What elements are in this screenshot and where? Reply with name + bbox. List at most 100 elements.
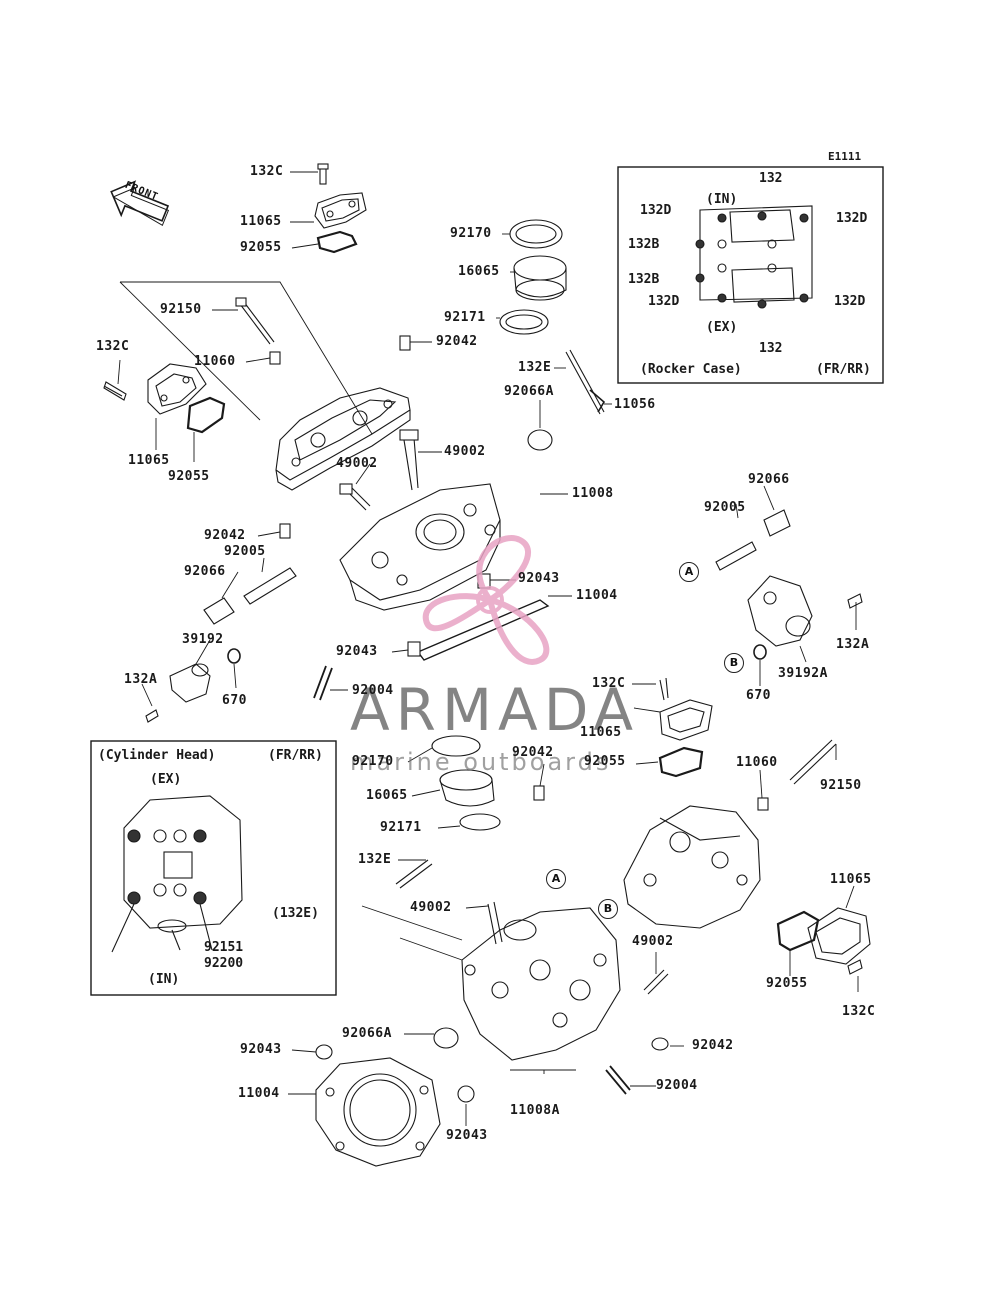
label-39192a: 39192A	[778, 666, 828, 681]
rocker-label-132-bottom: 132	[759, 341, 783, 356]
dowel-92043-lower-b	[457, 1085, 475, 1103]
rocker-label-132-top: 132	[759, 171, 783, 186]
bolt-92150-upper	[235, 297, 275, 345]
bolt-132e-upper	[565, 349, 605, 415]
rocker-cover-left	[147, 363, 207, 415]
label-132c-top: 132C	[250, 164, 284, 179]
head-inset-92151: 92151	[204, 940, 244, 955]
cap-92066-upper-left	[203, 597, 235, 625]
head-inset-variant: (FR/RR)	[268, 748, 323, 763]
dowel-92042-upper-left	[279, 523, 291, 539]
label-92066-upper-left: 92066	[184, 564, 226, 579]
cylinder-head-inset-drawing	[111, 795, 243, 953]
leader-lines	[117, 171, 859, 1126]
gasket-11004-upper	[416, 599, 550, 661]
clamp-92171-upper	[499, 309, 549, 335]
gasket-92055-right	[776, 910, 820, 952]
bolt-132a-right	[847, 593, 863, 609]
rocker-cover-right	[807, 907, 871, 965]
rocker-label-132b-1: 132B	[628, 237, 660, 252]
stud-92004-upper	[313, 665, 333, 701]
label-92005-right: 92005	[704, 500, 746, 515]
head-inset-ex: (EX)	[150, 772, 182, 787]
dowel-11060-upper	[269, 351, 281, 365]
label-11008: 11008	[572, 486, 614, 501]
label-16065-upper: 16065	[458, 264, 500, 279]
label-11004-lower: 11004	[238, 1086, 280, 1101]
fitting-39192a-right	[747, 575, 813, 647]
gasket-92055-left	[186, 396, 226, 434]
bolt-132c-mid	[659, 677, 669, 701]
cap-92066-right	[763, 509, 791, 537]
rocker-label-132d-br: 132D	[834, 294, 866, 309]
rocker-label-ex: (EX)	[706, 320, 738, 335]
label-92150-lower: 92150	[820, 778, 862, 793]
cap-92066a-lower	[433, 1027, 459, 1049]
valve-49002-upper-b	[339, 483, 371, 511]
holder-16065-lower	[439, 769, 495, 807]
label-92042-upper-left: 92042	[204, 528, 246, 543]
watermark-title: ARMADA	[350, 676, 640, 744]
plug-11056	[589, 389, 606, 413]
head-inset-title: (Cylinder Head)	[98, 748, 216, 763]
label-11056: 11056	[614, 397, 656, 412]
label-92066a-upper: 92066A	[504, 384, 554, 399]
bolt-92150-lower	[789, 739, 837, 785]
callout-b-lower: B	[598, 899, 618, 919]
dowel-92043-upper-left	[407, 641, 421, 657]
gasket-92055-mid	[658, 746, 704, 778]
label-49002-upper-a: 49002	[444, 444, 486, 459]
fitting-39192-left	[169, 663, 211, 703]
label-92055-top: 92055	[240, 240, 282, 255]
front-arrow-icon	[110, 180, 170, 227]
label-11060-lower: 11060	[736, 755, 778, 770]
bolt-132a-left	[145, 709, 159, 723]
watermark-propeller-icon	[422, 535, 550, 665]
cylinder-head-inset-frame	[90, 740, 337, 996]
label-92004-lower: 92004	[656, 1078, 698, 1093]
bolt-132e-lower	[395, 859, 433, 889]
label-92171-upper: 92171	[444, 310, 486, 325]
label-11065-mid: 11065	[580, 725, 622, 740]
label-11008a: 11008A	[510, 1103, 560, 1118]
label-92004-upper: 92004	[352, 683, 394, 698]
rocker-label-132b-2: 132B	[628, 272, 660, 287]
label-132a-left: 132A	[124, 672, 158, 687]
label-92005-upper-left: 92005	[224, 544, 266, 559]
bolt-132c-top	[317, 163, 329, 185]
label-92150-upper: 92150	[160, 302, 202, 317]
rocker-case-upper	[275, 387, 411, 491]
clamp-92171-lower	[459, 813, 501, 831]
rocker-label-132d-bl: 132D	[648, 294, 680, 309]
label-49002-upper-b: 49002	[336, 456, 378, 471]
cylinder-head-upper	[339, 483, 501, 611]
diagram-code: E1111	[828, 150, 862, 163]
label-670-left: 670	[222, 693, 247, 708]
rocker-case-inset-frame	[617, 166, 884, 384]
label-132e-upper: 132E	[518, 360, 552, 375]
callout-b-upper: B	[724, 653, 744, 673]
gasket-92055-top	[316, 230, 358, 254]
head-inset-in: (IN)	[148, 972, 180, 987]
dowel-92042-upper-mid	[399, 335, 411, 351]
label-670-right: 670	[746, 688, 771, 703]
rocker-cover-upper	[314, 192, 367, 229]
watermark-subtitle: marine outboards	[350, 748, 612, 776]
rocker-label-132d-tl: 132D	[640, 203, 672, 218]
cap-92066a-upper	[527, 429, 553, 451]
pin-92005-right	[715, 541, 757, 571]
label-92055-left: 92055	[168, 469, 210, 484]
dowel-92042-lower-bottom	[651, 1037, 669, 1051]
o-ring-670-left	[227, 648, 241, 664]
label-132c-left: 132C	[96, 339, 130, 354]
rocker-case-lower	[623, 805, 761, 929]
clamp-92170-upper	[509, 219, 563, 249]
label-16065-lower: 16065	[366, 788, 408, 803]
label-92043-upper-left: 92043	[336, 644, 378, 659]
valve-49002-lower-b	[643, 969, 669, 995]
label-92170-upper: 92170	[450, 226, 492, 241]
label-92170-lower: 92170	[352, 754, 394, 769]
bolt-132c-left	[103, 381, 127, 401]
holder-16065-upper	[513, 255, 567, 301]
